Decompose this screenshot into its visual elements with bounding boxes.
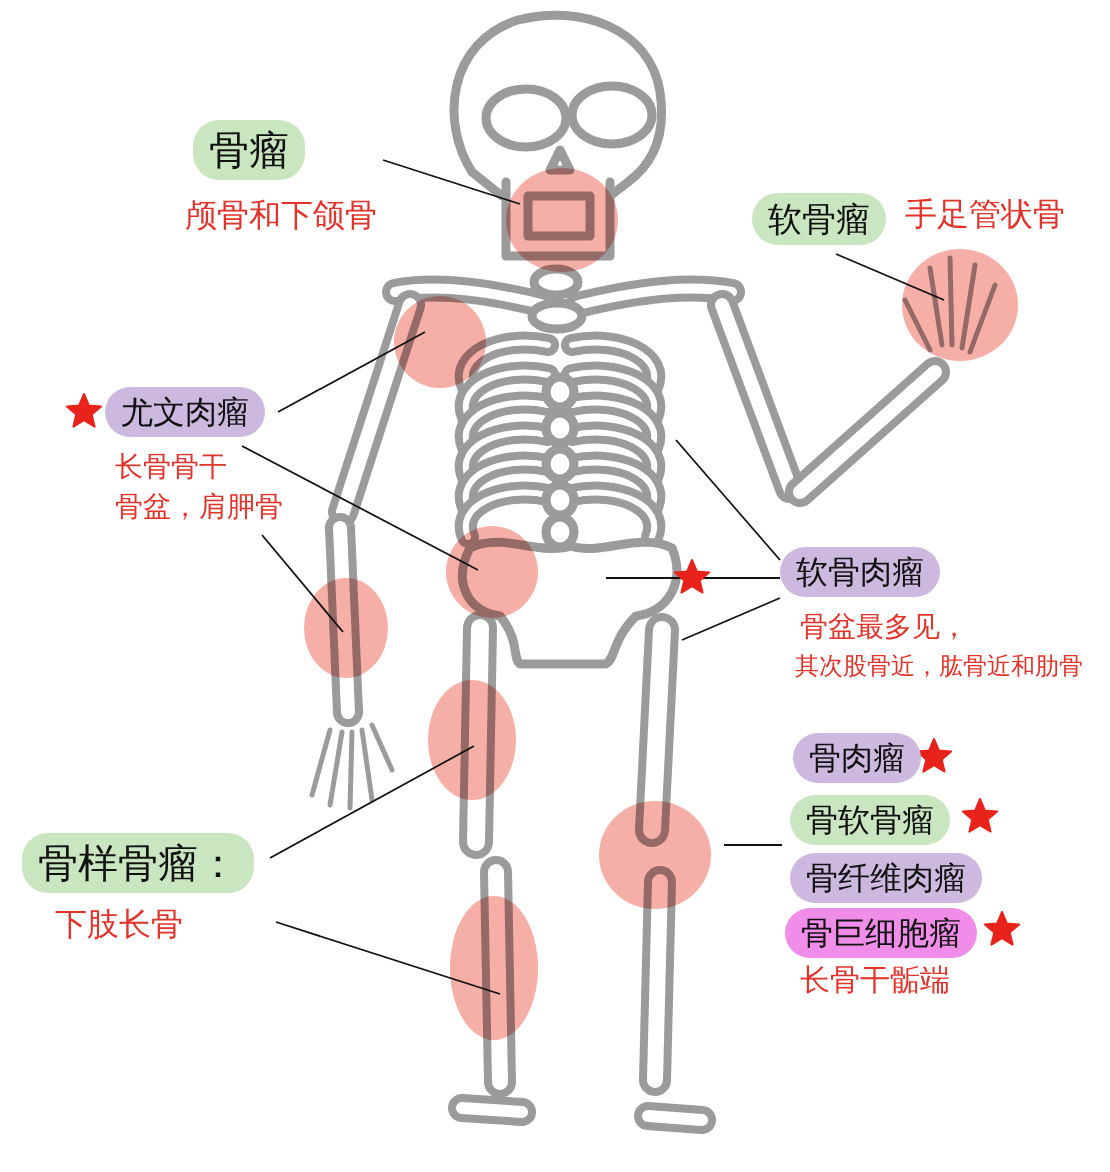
star-mark [67, 394, 101, 427]
leader-line [262, 535, 343, 632]
tumour-pill: 骨样骨瘤： [22, 833, 254, 893]
tumour-name: 骨样骨瘤： [38, 839, 238, 887]
vertebra [532, 303, 582, 329]
tumour-spot [599, 801, 711, 909]
eye-socket [572, 86, 652, 144]
tibia [655, 882, 660, 1080]
site-note: 其次股骨近，肱骨近和肋骨 [795, 652, 1083, 681]
tibia-inner [655, 882, 660, 1080]
tumour-pill: 骨肉瘤 [793, 733, 921, 783]
leader-line [276, 922, 500, 994]
vertebra [546, 517, 574, 547]
site-note: 手足管状骨 [905, 195, 1065, 233]
tumour-pill: 软骨肉瘤 [780, 547, 940, 597]
foot [462, 1108, 522, 1112]
tumour-sites [304, 168, 1018, 1040]
tumour-name: 软骨瘤 [768, 199, 870, 240]
tumour-spot [450, 896, 538, 1040]
foot-inner [648, 1116, 702, 1120]
finger [330, 732, 342, 805]
femur-inner [652, 630, 662, 830]
site-note: 长骨骨干 [115, 450, 227, 484]
tumour-spot [902, 249, 1018, 361]
tumour-name: 骨肉瘤 [809, 739, 905, 777]
star-mark [985, 912, 1019, 945]
forearm [800, 372, 935, 492]
tumour-pill: 骨瘤 [193, 120, 305, 180]
tumour-pill: 软骨瘤 [752, 193, 886, 246]
foot [648, 1116, 702, 1120]
star-mark [675, 560, 709, 593]
star-mark [963, 799, 997, 832]
finger [350, 732, 352, 808]
tumour-pill: 骨巨细胞瘤 [785, 908, 977, 958]
leader-line [676, 440, 780, 560]
tumour-name: 骨纤维肉瘤 [806, 859, 966, 897]
tumour-name: 骨巨细胞瘤 [801, 914, 961, 952]
tumour-spot [304, 578, 388, 678]
tumour-pill: 尤文肉瘤 [105, 387, 265, 437]
nose [550, 150, 570, 170]
vertebra [546, 449, 574, 479]
leader-line [383, 160, 520, 204]
finger [312, 730, 330, 795]
femur [652, 630, 662, 830]
tumour-pill: 骨软骨瘤 [790, 795, 950, 845]
eye-socket [486, 89, 566, 147]
tumour-spot [428, 680, 516, 800]
skeleton [312, 15, 995, 1120]
leader-line [724, 844, 782, 846]
vertebra [534, 269, 578, 295]
foot-inner [462, 1108, 522, 1112]
tumour-spot [446, 526, 538, 618]
rib [572, 493, 654, 537]
site-note: 骨盆最多见， [800, 610, 968, 644]
finger [372, 725, 392, 770]
star-mark [917, 739, 951, 772]
humerus [722, 305, 790, 488]
leader-line [270, 746, 474, 858]
tumour-name: 骨软骨瘤 [806, 801, 934, 839]
finger [362, 730, 372, 800]
leader-line [278, 332, 425, 412]
leader-line [682, 598, 780, 640]
tumour-name: 尤文肉瘤 [121, 393, 249, 431]
forearm-inner [800, 372, 935, 492]
vertebra [546, 377, 574, 407]
rib-inner [572, 493, 654, 537]
site-note: 骨盆，肩胛骨 [115, 490, 283, 524]
site-note: 长骨干骺端 [800, 962, 950, 998]
leader-line [836, 254, 944, 300]
vertebra [546, 413, 574, 443]
tumour-pill: 骨纤维肉瘤 [790, 853, 982, 903]
tumour-name: 骨瘤 [209, 126, 289, 174]
site-note: 颅骨和下颌骨 [185, 196, 377, 234]
site-note: 下肢长骨 [55, 905, 183, 943]
vertebra [546, 485, 574, 515]
tumour-spot [506, 168, 618, 272]
tumour-name: 软骨肉瘤 [796, 553, 924, 591]
humerus-inner [722, 305, 790, 488]
